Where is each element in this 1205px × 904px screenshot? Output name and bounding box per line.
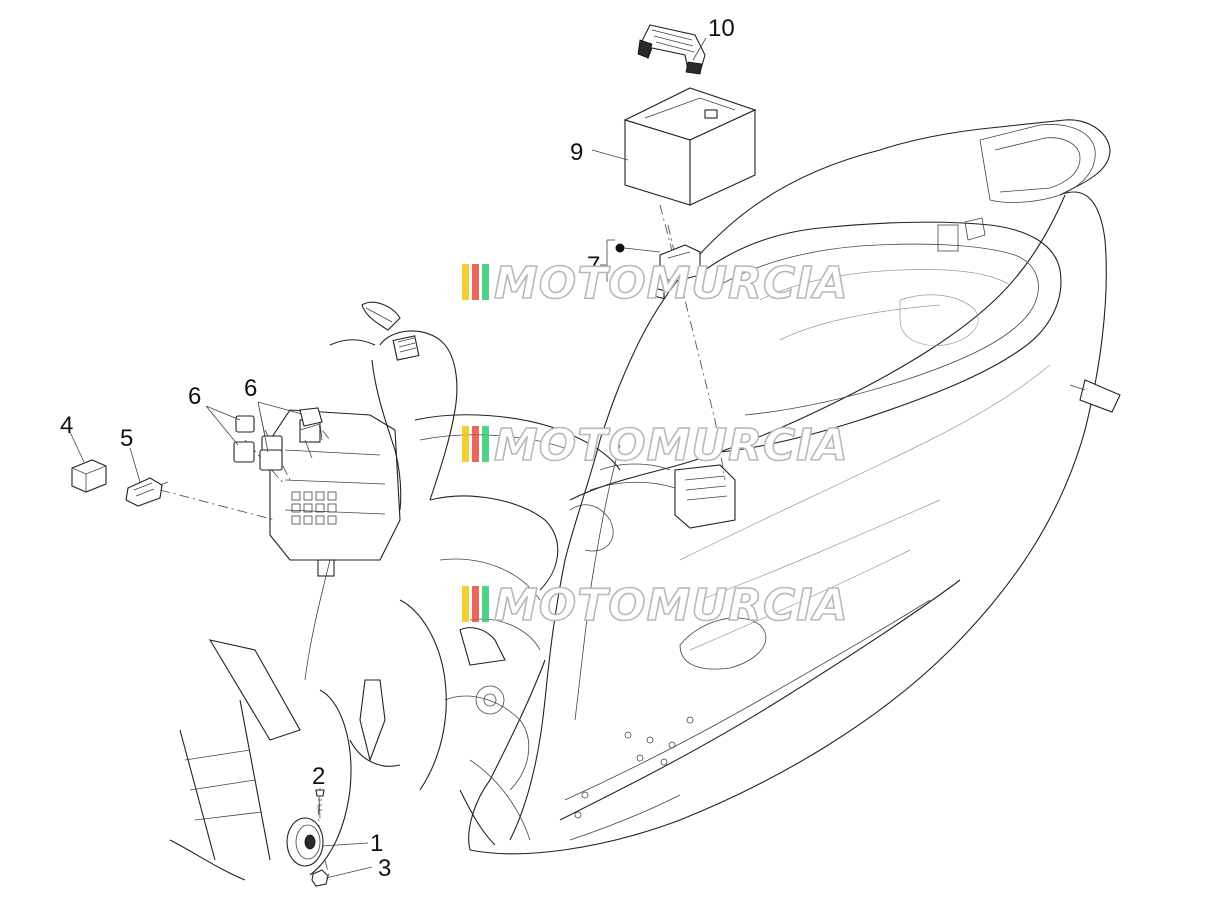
floor-rivets	[574, 716, 694, 819]
callout-1: 1	[370, 830, 383, 857]
watermark-stripe-1	[462, 264, 469, 300]
part-1-horn	[286, 817, 324, 867]
callout-numbers: 10 9 7 6 6 4 5 2 1 3	[60, 15, 735, 882]
callout-5: 5	[120, 425, 133, 452]
callout-6-right: 6	[244, 375, 257, 402]
part-2-screw	[315, 789, 325, 819]
callout-7: 7	[587, 252, 600, 279]
part-5-bracket	[125, 477, 169, 507]
callout-4: 4	[60, 412, 73, 439]
watermark-stripe-3	[482, 586, 489, 622]
part-6-relays	[233, 407, 323, 471]
part-7-component	[606, 239, 701, 283]
watermark-stripe-3	[482, 426, 489, 462]
watermark-stripe-2	[472, 586, 479, 622]
watermark-text: MOTOMURCIA	[494, 580, 849, 631]
watermark-text: MOTOMURCIA	[494, 258, 849, 309]
fuse-grid	[291, 491, 337, 525]
callout-6-left: 6	[188, 383, 201, 410]
callout-10: 10	[708, 15, 735, 42]
callout-leader-lines	[69, 37, 707, 879]
callout-2: 2	[312, 763, 325, 790]
watermark-stripe-1	[462, 586, 469, 622]
part-3-nut	[311, 869, 329, 887]
part-9-battery	[623, 87, 757, 300]
watermark-stripe-2	[472, 426, 479, 462]
watermark-stripe-1	[462, 426, 469, 462]
callout-9: 9	[570, 139, 583, 166]
scooter-body-illustration	[468, 119, 1121, 855]
watermark-bottom: MOTOMURCIA	[462, 579, 849, 632]
callout-3: 3	[378, 855, 391, 882]
watermark-top: MOTOMURCIA	[462, 257, 849, 310]
part-4-relay	[71, 459, 107, 493]
handlebar-frame-illustration	[169, 301, 736, 881]
watermark-stripe-2	[472, 264, 479, 300]
part-10-battery-strap	[637, 24, 706, 75]
watermark-stripe-3	[482, 264, 489, 300]
watermark-text: MOTOMURCIA	[494, 420, 849, 471]
watermark-middle: MOTOMURCIA	[462, 419, 849, 472]
